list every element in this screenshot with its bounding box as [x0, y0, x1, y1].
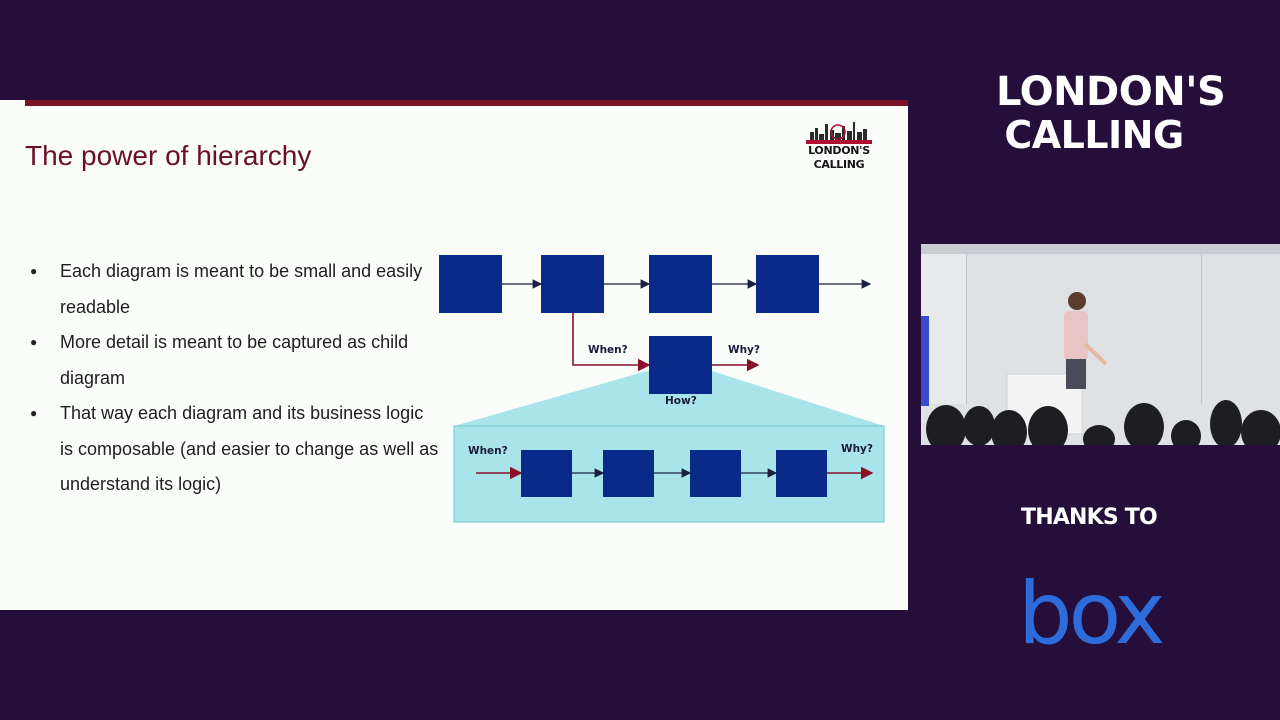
child-step-box: [521, 450, 572, 497]
child-step-box: [603, 450, 654, 497]
process-box: [649, 255, 712, 313]
event-logo-line2: CALLING: [1004, 113, 1184, 157]
bullet-item: Each diagram is meant to be small and ea…: [30, 254, 440, 325]
process-box: [541, 255, 604, 313]
sponsor-thanks-label: THANKS TO: [1021, 505, 1158, 530]
child-when-label: When?: [468, 445, 508, 457]
process-box: [756, 255, 819, 313]
drilldown-connector: [572, 313, 651, 372]
slide-logo-line2: CALLING: [813, 158, 865, 171]
skyline-icon: [806, 122, 872, 144]
sponsor-logo: box: [1018, 564, 1165, 664]
hierarchy-diagram: When? Why? How? When? Why?: [439, 255, 885, 523]
child-step-box: [690, 450, 741, 497]
how-label: How?: [665, 395, 697, 407]
presentation-slide: The power of hierarchy LONDON'S CALLING: [0, 100, 908, 610]
bullet-item: More detail is meant to be captured as c…: [30, 325, 440, 396]
when-label: When?: [588, 344, 628, 356]
logo-o-accent-icon: [1021, 73, 1061, 113]
speaker-camera-feed: [921, 244, 1280, 445]
child-step-box: [776, 450, 827, 497]
slide-event-logo: LONDON'S CALLING: [804, 120, 874, 176]
slide-top-bar: [25, 100, 908, 106]
process-box: [439, 255, 502, 313]
slide-logo-line1: LONDON'S: [808, 144, 870, 157]
expansion-cone: [454, 371, 884, 426]
child-why-label: Why?: [841, 443, 873, 455]
why-label: Why?: [728, 344, 760, 356]
camera-image: [921, 244, 1280, 445]
bullet-item: That way each diagram and its business l…: [30, 396, 440, 503]
slide-title: The power of hierarchy: [25, 140, 312, 171]
child-process-box: [649, 336, 712, 394]
event-logo-line1: LONDON'S: [996, 69, 1226, 115]
bullet-list: Each diagram is meant to be small and ea…: [30, 254, 440, 503]
event-logo: LONDON'S CALLING: [996, 69, 1226, 158]
